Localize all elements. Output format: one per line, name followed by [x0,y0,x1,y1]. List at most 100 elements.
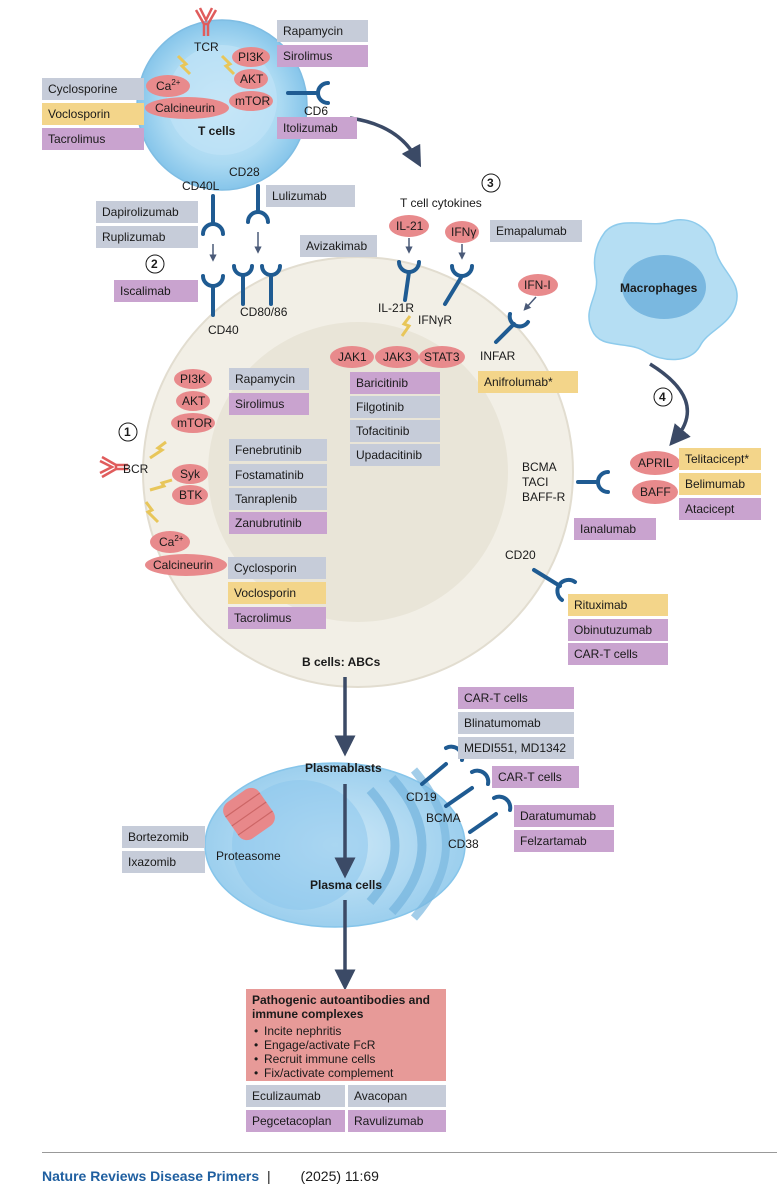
april-label: APRIL [638,456,673,470]
plasma-cells-label: Plasma cells [310,878,382,892]
calcineurin-node [145,97,229,119]
mtor-label: mTOR [235,94,270,108]
april-node [630,451,680,475]
drug-medi551: MEDI551, MD1342 [458,737,574,759]
ifn1-node [518,274,558,296]
bcma-label: BCMA [522,460,557,474]
effect-item: Incite nephritis [254,1024,440,1038]
drug-t-rapamycin: Rapamycin [277,20,368,42]
journal-name[interactable]: Nature Reviews Disease Primers [42,1168,260,1184]
infar-receptor-icon [494,312,530,344]
cd6-receptor-icon [286,81,330,105]
b-mtor-label: mTOR [177,416,212,430]
drug-fostamatinib: Fostamatinib [229,464,327,486]
footer-separator: | [267,1168,271,1184]
drug-belimumab: Belimumab [679,473,761,495]
citation: (2025) 11:69 [300,1168,379,1184]
lightning-icon [220,54,236,76]
drug-rituximab: Rituximab [568,594,668,616]
b-ca-node [150,531,190,553]
drug-t-sirolimus: Sirolimus [277,45,368,67]
bcr-label: BCR [123,462,149,476]
drug-zanubrutinib: Zanubrutinib [229,512,327,534]
drug-fenebrutinib: Fenebrutinib [229,439,327,461]
pi3k-node [232,47,270,67]
arrow-t-to-cytokines [349,116,422,168]
drug-ixazomib: Ixazomib [122,851,205,873]
calcineurin-label: Calcineurin [155,101,215,115]
proteasome-label: Proteasome [216,849,281,863]
b-pi3k-node [174,369,212,389]
cd40-label: CD40 [208,323,239,337]
step-3-badge: 3 [481,173,501,193]
jak1-node [330,346,374,368]
drug-iscalimab: Iscalimab [114,280,198,302]
drug-felzartamab: Felzartamab [514,830,614,852]
stat3-node [419,346,465,368]
il21-label: IL-21 [396,219,424,233]
t-cell-label: T cells [198,124,236,138]
drug-filgotinib: Filgotinib [350,396,440,418]
drug-t-tacrolimus: Tacrolimus [42,128,144,150]
drug-baricitinib: Baricitinib [350,372,440,394]
btk-node [172,485,208,505]
jak1-label: JAK1 [338,350,367,364]
stat3-label: STAT3 [424,350,460,364]
effect-item: Fix/activate complement [254,1066,440,1080]
drug-avizakimab: Avizakimab [300,235,377,257]
btk-label: BTK [179,488,202,502]
baff-node [632,480,678,504]
b-calcineurin-node [145,554,227,576]
cd19-label: CD19 [406,790,437,804]
svg-text:2: 2 [151,257,158,271]
jak3-label: JAK3 [383,350,412,364]
arrow-macrophage-to-ligands [649,362,691,447]
autoantibodies-effects-list: Incite nephritis Engage/activate FcR Rec… [252,1024,440,1080]
baff-r-label: BAFF-R [522,490,566,504]
infar-label: INFAR [480,349,516,363]
ifng-label: IFNγ [451,225,476,239]
cd40-receptor-icon [201,274,225,317]
drug-b-voclosporin: Voclosporin [228,582,326,604]
il21r-receptor-icon [397,260,421,302]
b-akt-node [176,391,210,411]
drug-lulizumab: Lulizumab [266,185,355,207]
bcma-plasma-label: BCMA [426,811,461,825]
autoantibodies-panel: Pathogenic autoantibodies and immune com… [246,989,446,1081]
drug-cart-bcma: CAR-T cells [492,766,579,788]
b-mtor-node [171,413,215,433]
cd6-label: CD6 [304,104,328,118]
drug-b-tacrolimus: Tacrolimus [228,607,326,629]
plasmablasts-label: Plasmablasts [305,761,382,775]
lightning-icon [400,315,412,337]
drug-obinutuzumab: Obinutuzumab [568,619,668,641]
cd19-receptor-icon [420,744,465,786]
footer-rule [42,1152,777,1153]
svg-text:4: 4 [659,390,666,404]
akt-node [234,69,268,89]
cd38-receptor-icon [468,794,513,834]
drug-eculizumab: Eculizaumab [246,1085,345,1107]
b-cell-label: B cells: ABCs [302,655,381,669]
cd80-86-receptor-icon [232,264,282,306]
drug-ruplizumab: Ruplizumab [96,226,198,248]
cd20-receptor-icon [532,568,577,602]
ca-node [146,75,190,97]
proteasome-icon [223,787,275,841]
syk-label: Syk [180,467,201,481]
drug-cart-b: CAR-T cells [568,643,668,665]
t-cell-molecules [145,47,273,119]
ifn1-label: IFN-I [524,278,551,292]
drug-cart-cd19: CAR-T cells [458,687,574,709]
ca-label: Ca2+ [156,78,181,93]
ifng-node [445,221,479,243]
drug-bortezomib: Bortezomib [122,826,205,848]
ifngr-receptor-icon [443,264,474,306]
bcma-receptor-icon [444,768,491,808]
footer: Nature Reviews Disease Primers | (2025) … [42,1168,379,1184]
effect-item: Engage/activate FcR [254,1038,440,1052]
taci-label: TACI [522,475,548,489]
step-4-badge: 4 [653,387,673,407]
drug-itolizumab: Itolizumab [277,117,357,139]
